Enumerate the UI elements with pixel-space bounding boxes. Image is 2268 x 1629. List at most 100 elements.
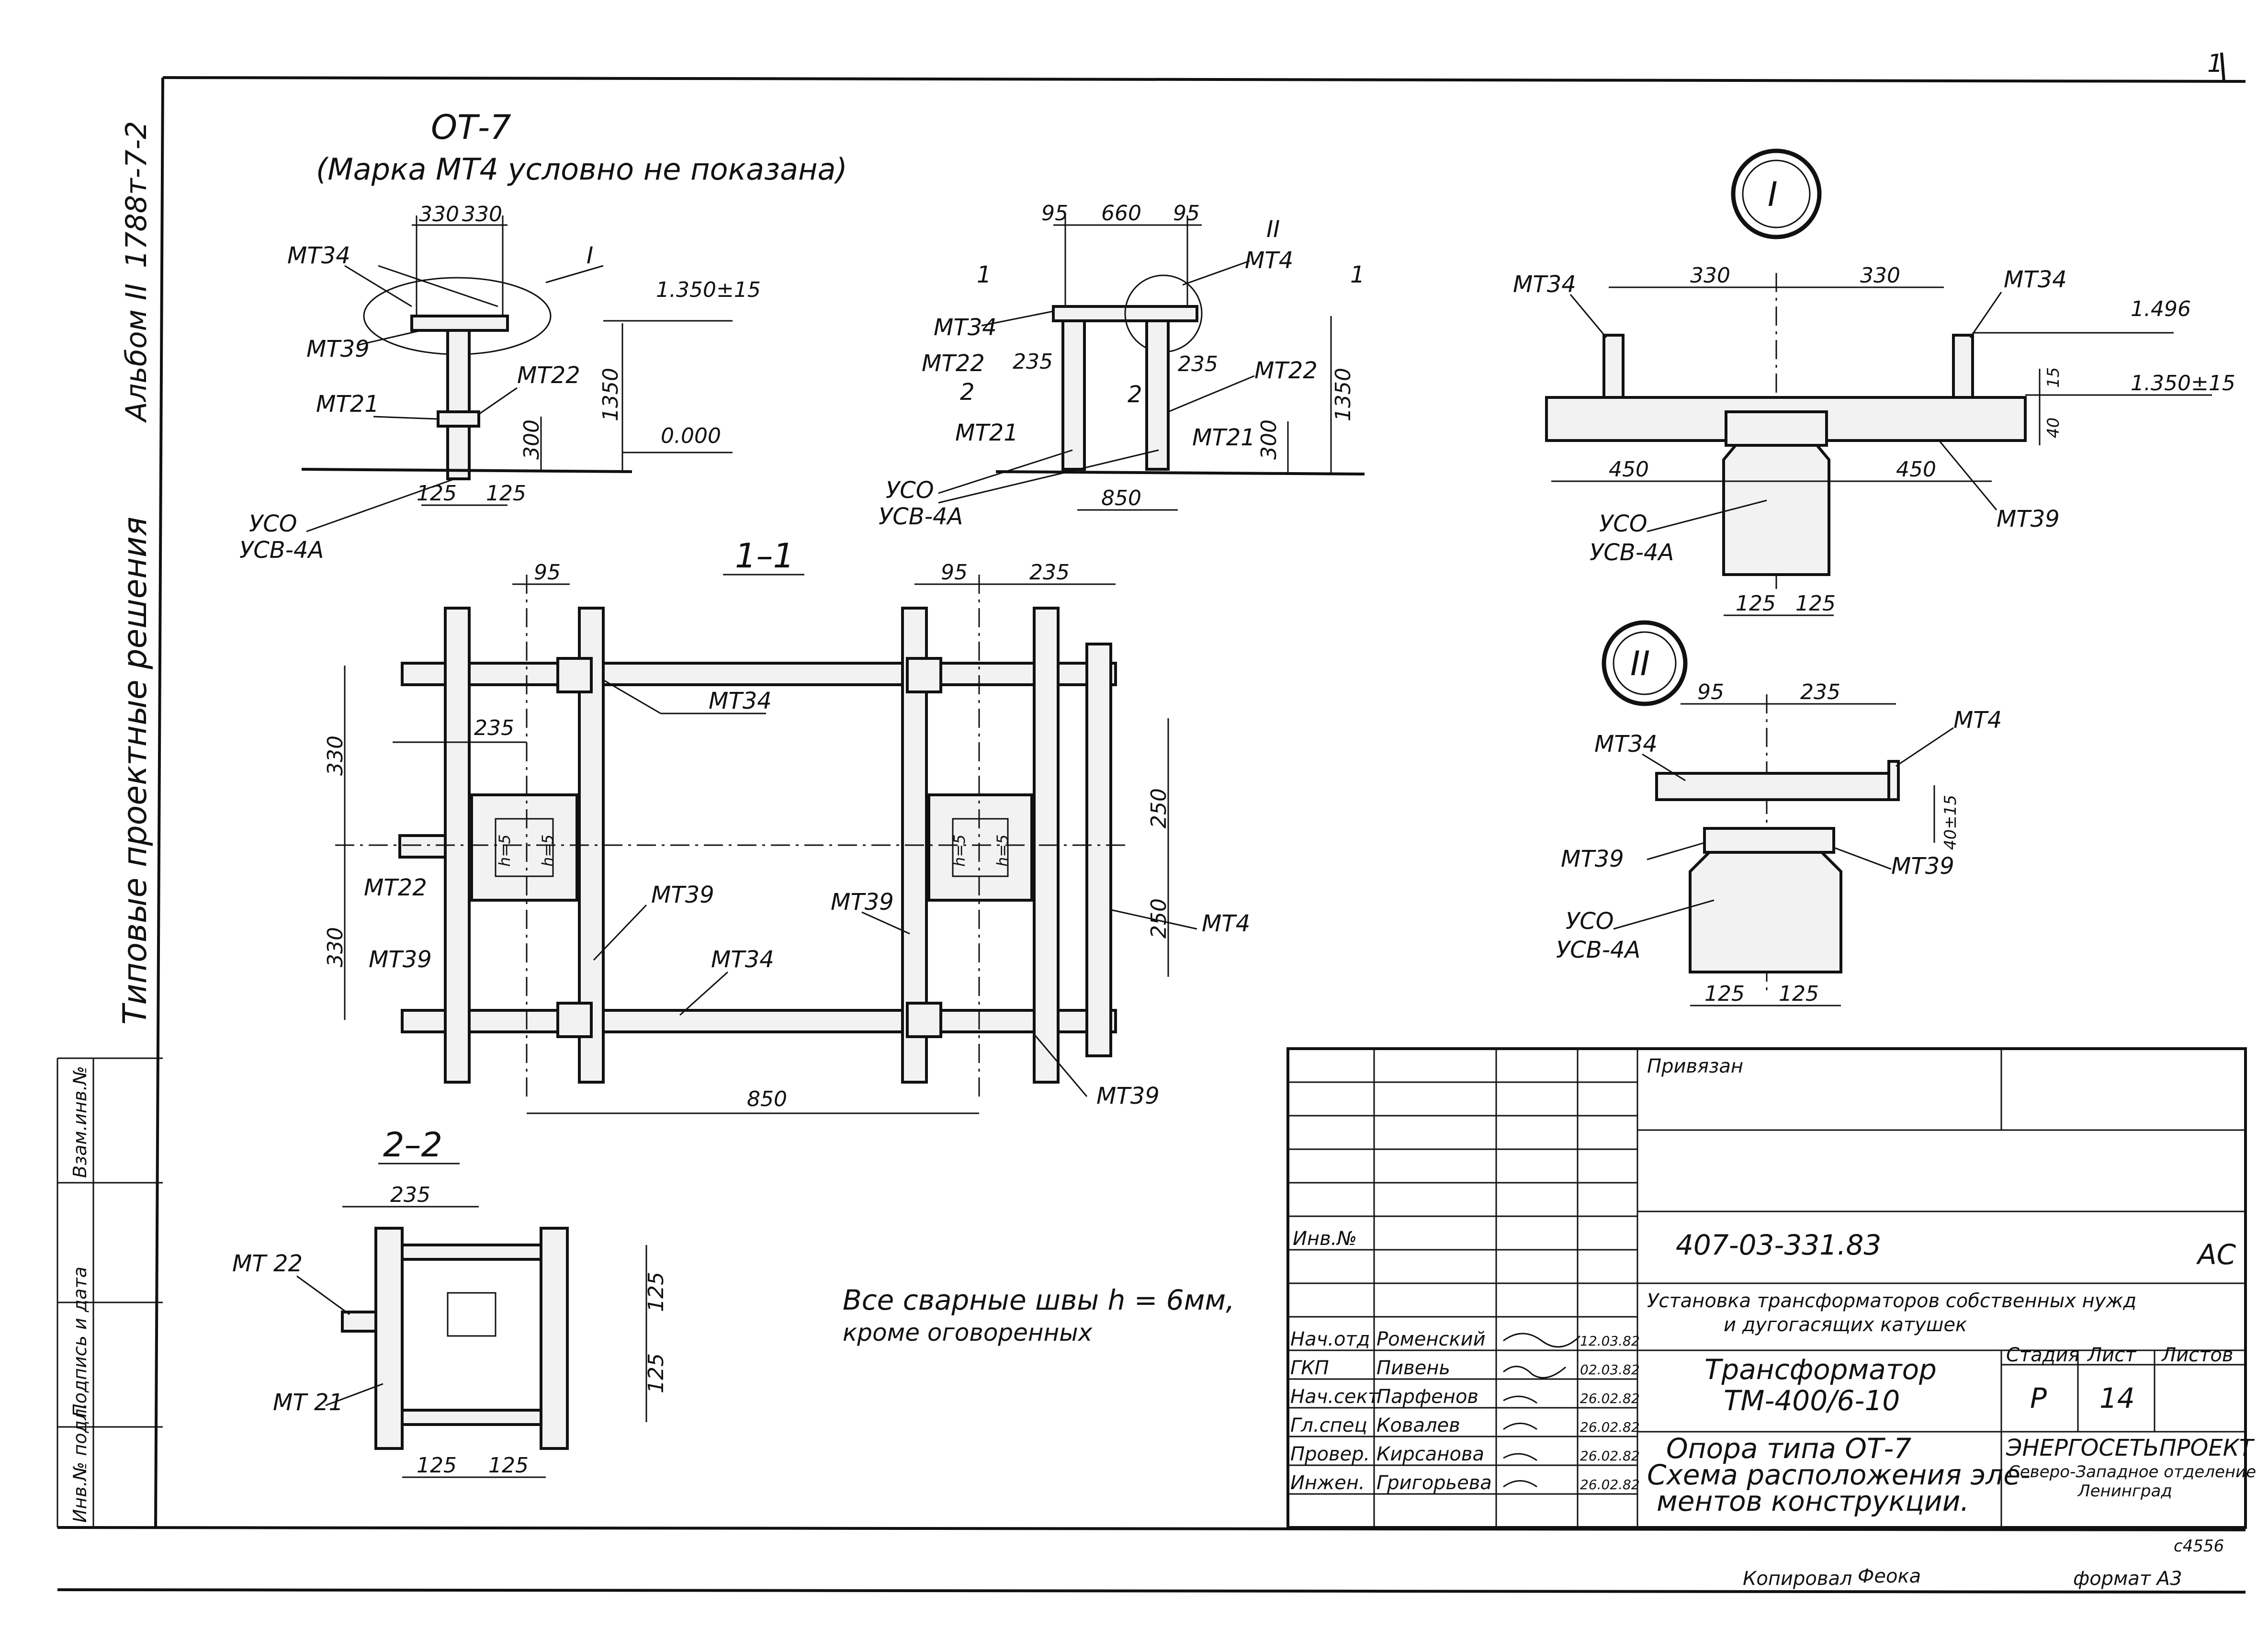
s22-mark-mt21: МТ 21 bbox=[273, 1389, 343, 1416]
tb-org-line3: Ленинград bbox=[2077, 1482, 2172, 1501]
stamp-cell-replace: Взам.инв.№ bbox=[69, 1066, 90, 1178]
section-1-1: 1–1 95 95 235 235 330 330 250 250 bbox=[323, 536, 1250, 1114]
plan-dim-235a: 235 bbox=[1029, 560, 1070, 585]
stamp-cell-inv: Инв.№ подл. bbox=[69, 1403, 90, 1523]
title-block: Привязан Инв.№ 407-03-331.83 АС Установк… bbox=[1286, 1047, 2256, 1590]
front-mark-mt22-left: МТ22 bbox=[922, 350, 985, 377]
ot7-mark-mt34: МТ34 bbox=[287, 242, 350, 269]
dI-dim-330b: 330 bbox=[1860, 263, 1900, 288]
s22-flange-left bbox=[374, 1227, 404, 1450]
detail-I-label: I bbox=[1768, 175, 1778, 214]
dI-dim-40: 40 bbox=[2044, 418, 2063, 438]
tb-role-3: Нач.сект bbox=[1290, 1386, 1380, 1408]
ot7-mark-mt39: МТ39 bbox=[306, 336, 370, 362]
detail-II-label: II bbox=[1630, 644, 1650, 683]
view-ot7: ОТ-7 (Марка МТ4 условно не показана) 330… bbox=[239, 108, 847, 564]
plan-dim-330a: 330 bbox=[323, 735, 348, 776]
ot7-dim-300: 300 bbox=[519, 419, 544, 460]
tb-role-1: Нач.отд bbox=[1290, 1328, 1370, 1350]
dII-dim-235: 235 bbox=[1800, 680, 1840, 704]
plan-mark-mt22: МТ22 bbox=[364, 874, 427, 901]
tb-date-6: 26.02.82 bbox=[1580, 1477, 1640, 1493]
plan-mark-mt34-top: МТ34 bbox=[709, 688, 772, 714]
front-mark-mt34: МТ34 bbox=[934, 314, 997, 341]
section-1-1-title: 1–1 bbox=[735, 536, 794, 576]
dI-dim-330a: 330 bbox=[1690, 263, 1730, 288]
tb-stage-code: АС bbox=[2196, 1238, 2236, 1271]
plan-dim-235b: 235 bbox=[474, 716, 514, 740]
tb-sheet: 14 bbox=[2099, 1382, 2135, 1414]
ot7-mark-mt22: МТ22 bbox=[517, 362, 580, 389]
tb-drawing-line2: Схема расположения эле- bbox=[1647, 1459, 2031, 1491]
front-section-2b: 2 bbox=[1128, 381, 1142, 408]
plan-weld-3: h=5 bbox=[950, 835, 969, 867]
s22-dim-125b: 125 bbox=[644, 1353, 668, 1393]
ot7-dim-330a: 330 bbox=[419, 202, 459, 226]
plan-mt22-stub bbox=[398, 834, 447, 859]
plan-pad-left bbox=[470, 793, 578, 902]
dII-clamp bbox=[1703, 827, 1835, 854]
dI-mark-mt39: МТ39 bbox=[1997, 506, 2060, 532]
front-dim-1350: 1350 bbox=[1331, 368, 1355, 421]
plan-dim-250a: 250 bbox=[1147, 788, 1171, 828]
dI-angle-left bbox=[1602, 334, 1625, 399]
ot7-mark-uso: УСО bbox=[249, 510, 297, 537]
weld-note-line2: кроме оговоренных bbox=[843, 1319, 1093, 1346]
tb-privyazan: Привязан bbox=[1647, 1055, 1743, 1077]
weld-note-line1: Все сварные швы h = 6мм, bbox=[843, 1284, 1235, 1316]
plan-weld-4: h=5 bbox=[993, 835, 1012, 867]
tb-org-line1: ЭНЕРГОСЕТЬПРОЕКТ bbox=[2006, 1435, 2255, 1461]
dII-mark-uso: УСО bbox=[1566, 908, 1614, 935]
tb-date-1: 12.03.82 bbox=[1580, 1333, 1640, 1349]
tb-project-line1: Установка трансформаторов собственных ну… bbox=[1647, 1290, 2136, 1312]
dI-mark-uso: УСО bbox=[1599, 510, 1647, 537]
ot7-detail-mark-I: I bbox=[587, 242, 593, 269]
tb-role-4: Гл.спец bbox=[1290, 1414, 1367, 1437]
plan-post-5 bbox=[1085, 643, 1112, 1057]
section-2-2-title: 2–2 bbox=[383, 1125, 442, 1165]
tb-name-1: Роменский bbox=[1377, 1328, 1486, 1350]
dII-mark-mt39-right: МТ39 bbox=[1891, 853, 1954, 880]
dI-level-1350: 1.350±15 bbox=[2131, 371, 2235, 396]
dI-mark-mt34-left: МТ34 bbox=[1513, 271, 1576, 298]
s22-web-bottom bbox=[401, 1409, 542, 1426]
tb-inv: Инв.№ bbox=[1293, 1228, 1357, 1250]
section-2-2: 2–2 235 125 125 125 125 МТ 22 МТ 21 bbox=[232, 1125, 668, 1478]
front-mark-usv: УСВ-4А bbox=[879, 503, 963, 530]
side-stamp: 1788т-7-2 Альбом II Типовые проектные ре… bbox=[69, 121, 154, 1523]
ot7-note: (Марка МТ4 условно не показана) bbox=[316, 152, 847, 187]
plan-mark-mt34-bottom: МТ34 bbox=[711, 946, 774, 973]
series-title: Типовые проектные решения bbox=[116, 517, 154, 1025]
dI-dim-125a: 125 bbox=[1736, 591, 1776, 616]
plan-mark-mt39-d: МТ39 bbox=[1096, 1083, 1160, 1109]
front-dim-95b: 95 bbox=[1173, 201, 1200, 226]
ot7-dim-125b: 125 bbox=[486, 481, 526, 506]
tb-role-2: ГКП bbox=[1290, 1357, 1329, 1379]
dI-dim-15: 15 bbox=[2044, 367, 2063, 388]
ot7-title: ОТ-7 bbox=[431, 108, 511, 147]
plan-dim-850: 850 bbox=[747, 1087, 787, 1111]
ot7-cap bbox=[410, 315, 509, 332]
front-dim-235b: 235 bbox=[1178, 352, 1218, 376]
front-mark-uso: УСО bbox=[886, 477, 934, 504]
tb-product-line2: ТМ-400/6-10 bbox=[1724, 1384, 1900, 1417]
s22-mark-mt22: МТ 22 bbox=[232, 1250, 303, 1277]
tb-name-4: Ковалев bbox=[1377, 1414, 1460, 1437]
s22-dim-125c: 125 bbox=[417, 1453, 457, 1478]
detail-II: II 95 235 125 125 40±15 МТ34 МТ4 МТ39 МТ… bbox=[1556, 620, 2002, 1007]
s22-dim-125a: 125 bbox=[644, 1272, 668, 1312]
plan-dim-330b: 330 bbox=[323, 927, 348, 967]
detail-I: I 330 330 450 450 125 125 1.496 1.350±15… bbox=[1513, 148, 2235, 616]
dII-dim-95: 95 bbox=[1697, 680, 1724, 704]
plan-lug-3 bbox=[556, 1002, 593, 1038]
s22-dim-125d: 125 bbox=[488, 1453, 529, 1478]
tb-copied-by: Феока bbox=[1858, 1565, 1921, 1587]
dII-mark-mt39-left: МТ39 bbox=[1561, 846, 1624, 872]
tb-date-2: 02.03.82 bbox=[1580, 1362, 1640, 1378]
ot7-mark-mt21: МТ21 bbox=[316, 391, 379, 418]
s22-web-top bbox=[401, 1244, 542, 1261]
dII-plate bbox=[1887, 760, 1900, 801]
tb-date-4: 26.02.82 bbox=[1580, 1419, 1640, 1435]
tb-code: 407-03-331.83 bbox=[1676, 1229, 1881, 1261]
